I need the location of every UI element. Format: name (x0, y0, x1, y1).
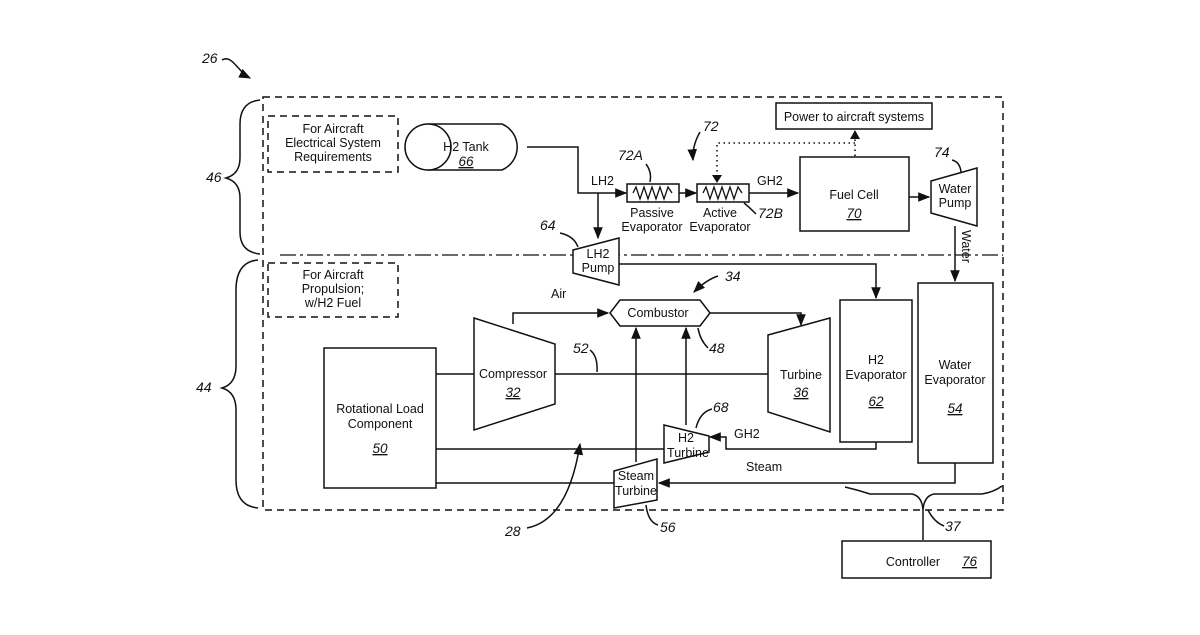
ref-72a-leader (646, 164, 651, 182)
ref-72b: 72B (758, 205, 783, 221)
ref-37: 37 (945, 518, 962, 534)
water-evaporator-label-2: Evaporator (924, 373, 985, 387)
ref-72a: 72A (618, 147, 643, 163)
lh2-to-h2-evaporator-line (619, 264, 876, 298)
ref-68: 68 (713, 399, 729, 415)
propulsion-label-line1: For Aircraft (302, 268, 364, 282)
turbine-label: Turbine (780, 368, 822, 382)
h2-turbine-label-1: H2 (678, 431, 694, 445)
combustor-to-turbine-line (710, 313, 801, 325)
active-evaporator: Active Evaporator (689, 184, 750, 234)
h2-evaporator-number: 62 (868, 394, 884, 409)
ref-72: 72 (703, 118, 719, 134)
ref-72-arrow (693, 132, 700, 160)
compressor-number: 32 (505, 385, 521, 400)
electrical-label-line1: For Aircraft (302, 122, 364, 136)
electrical-label-line2: Electrical System (285, 136, 381, 150)
turbine-number: 36 (793, 385, 809, 400)
ref-72b-leader (744, 203, 756, 214)
ref-34-arrow (694, 276, 718, 292)
rotational-load-label-1: Rotational Load (336, 402, 424, 416)
water-evaporator-number: 54 (947, 401, 962, 416)
ref-34: 34 (725, 268, 741, 284)
steam-turbine-label-1: Steam (618, 469, 654, 483)
passive-evaporator: Passive Evaporator (621, 184, 682, 234)
controller-label: Controller (886, 555, 940, 569)
rotational-load-label-2: Component (348, 417, 413, 431)
gh2-bottom-label: GH2 (734, 427, 760, 441)
h2-evaporator-label-2: Evaporator (845, 368, 906, 382)
brace-46 (226, 100, 260, 254)
active-evaporator-label-1: Active (703, 206, 737, 220)
ref-44: 44 (196, 379, 212, 395)
passive-evaporator-label-1: Passive (630, 206, 674, 220)
air-label: Air (551, 287, 566, 301)
ref-52-leader (590, 350, 597, 372)
ref-28-arrow (527, 444, 580, 528)
ref-26-arrow (222, 59, 250, 78)
ref-48: 48 (709, 340, 725, 356)
ref-28: 28 (504, 523, 521, 539)
ref-26: 26 (201, 50, 218, 66)
fuel-cell-label: Fuel Cell (829, 188, 878, 202)
ref-74: 74 (934, 144, 950, 160)
h2-tank-label: H2 Tank (443, 140, 489, 154)
power-arrowhead (850, 130, 860, 139)
ref-64: 64 (540, 217, 556, 233)
propulsion-label-line3: w/H2 Fuel (304, 296, 361, 310)
air-line (513, 313, 608, 324)
h2-tank: H2 Tank 66 (405, 124, 517, 170)
power-feedback-arrowhead (712, 175, 722, 183)
water-evaporator-label-1: Water (939, 358, 972, 372)
gh2-top-label: GH2 (757, 174, 783, 188)
water-pump-label-2: Pump (939, 196, 972, 210)
ref-56: 56 (660, 519, 676, 535)
active-evaporator-label-2: Evaporator (689, 220, 750, 234)
lh2-label: LH2 (591, 174, 614, 188)
ref-52: 52 (573, 340, 589, 356)
ref-56-leader (646, 505, 658, 525)
water-pump-label-1: Water (939, 182, 972, 196)
electrical-label-line3: Requirements (294, 150, 372, 164)
controller-number: 76 (962, 554, 978, 569)
compressor-label: Compressor (479, 367, 547, 381)
power-box-label: Power to aircraft systems (784, 110, 924, 124)
lh2-pump-label-1: LH2 (587, 247, 610, 261)
lh2-pump-label-2: Pump (582, 261, 615, 275)
steam-label: Steam (746, 460, 782, 474)
ref-37-leader (928, 510, 944, 526)
h2-turbine-label-2: Turbine (667, 446, 709, 460)
h2-evaporator-label-1: H2 (868, 353, 884, 367)
ref-68-leader (696, 409, 712, 428)
h2-tank-number: 66 (458, 154, 474, 169)
passive-evaporator-label-2: Evaporator (621, 220, 682, 234)
steam-turbine-label-2: Turbine (615, 484, 657, 498)
brace-44 (222, 260, 258, 508)
combustor-label: Combustor (627, 306, 688, 320)
ref-64-leader (560, 233, 578, 247)
ref-74-leader (952, 160, 961, 172)
fuel-cell-number: 70 (846, 206, 862, 221)
water-label: Water (959, 230, 973, 263)
steam-line (659, 463, 955, 483)
brace-37 (845, 486, 1002, 510)
propulsion-label-line2: Propulsion; (302, 282, 365, 296)
rotational-load-number: 50 (372, 441, 388, 456)
ref-46: 46 (206, 169, 222, 185)
ref-48-leader (698, 328, 708, 348)
